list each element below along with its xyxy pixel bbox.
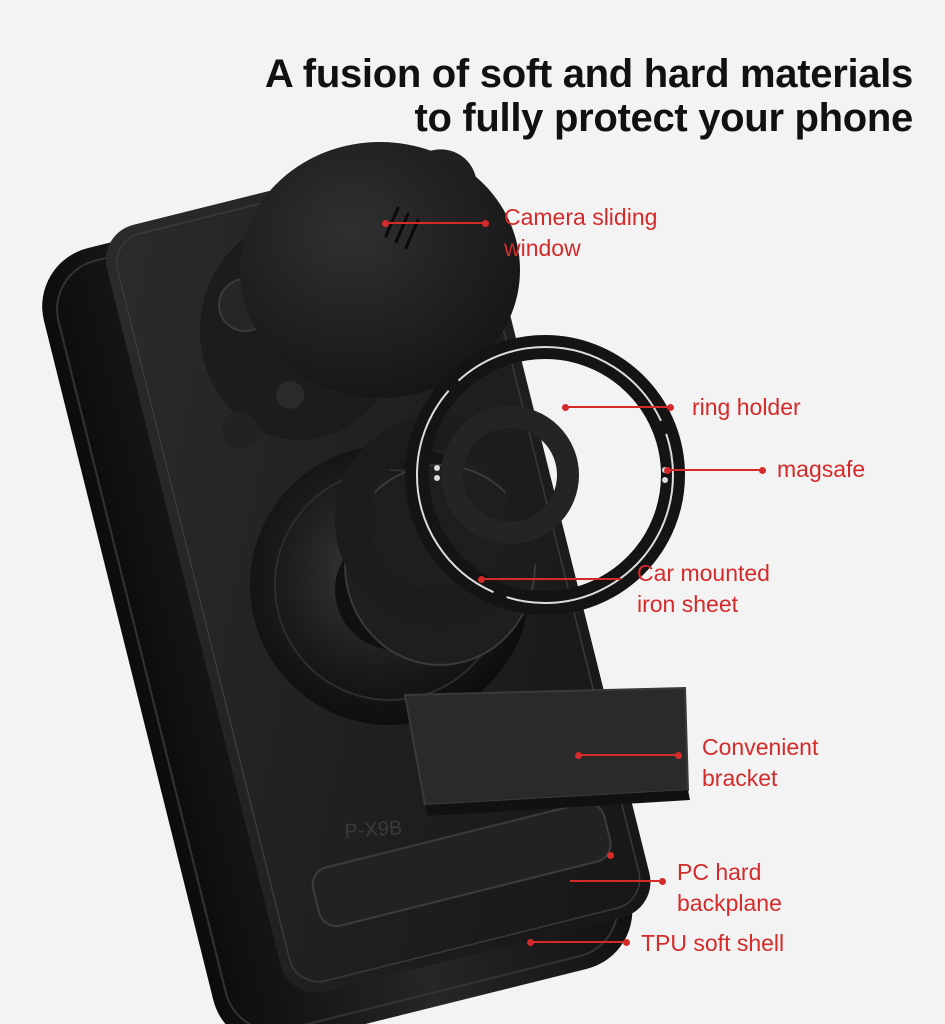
callout-line-car bbox=[481, 578, 621, 580]
label-ring-line-1: ring holder bbox=[692, 394, 801, 420]
label-camera-line-1: Camera sliding bbox=[504, 204, 658, 230]
callout-dot-pc bbox=[606, 851, 614, 859]
label-bracket-line-1: Convenient bbox=[702, 734, 819, 760]
headline-line-1: A fusion of soft and hard materials bbox=[264, 52, 913, 96]
callout-dot-ring-end bbox=[666, 403, 674, 411]
label-tpu-line-1: TPU soft shell bbox=[641, 930, 785, 956]
label-ring-holder: ring holder bbox=[692, 392, 801, 423]
callout-dot-camera-end bbox=[481, 219, 489, 227]
callout-line-camera bbox=[385, 222, 485, 224]
label-camera-line-2: window bbox=[504, 235, 581, 261]
callout-line-bracket bbox=[578, 754, 678, 756]
engraving-text: P-X9B bbox=[344, 817, 403, 843]
label-car-mounted-iron-sheet: Car mounted iron sheet bbox=[637, 558, 770, 620]
label-convenient-bracket: Convenient bracket bbox=[702, 732, 818, 794]
label-pc-hard-backplane: PC hard backplane bbox=[677, 857, 782, 919]
callout-dot-magsafe-end bbox=[758, 466, 766, 474]
callout-line-tpu bbox=[530, 941, 626, 943]
label-car-line-2: iron sheet bbox=[637, 591, 739, 617]
convenient-bracket bbox=[403, 686, 690, 816]
label-magsafe-line-1: magsafe bbox=[777, 456, 866, 482]
headline: A fusion of soft and hard materials to f… bbox=[153, 52, 913, 140]
label-tpu-soft-shell: TPU soft shell bbox=[641, 928, 784, 959]
callout-dot-bracket-end bbox=[674, 751, 682, 759]
callout-line-ring bbox=[565, 406, 670, 408]
label-camera-sliding-window: Camera sliding window bbox=[504, 202, 657, 264]
callout-line-pc bbox=[570, 880, 662, 882]
callout-line-magsafe bbox=[667, 469, 762, 471]
label-magsafe: magsafe bbox=[777, 454, 865, 485]
callout-dot-tpu-end bbox=[622, 938, 630, 946]
label-pc-line-2: backplane bbox=[677, 890, 782, 916]
label-pc-line-1: PC hard bbox=[677, 859, 762, 885]
label-car-line-1: Car mounted bbox=[637, 560, 770, 586]
label-bracket-line-2: bracket bbox=[702, 765, 778, 791]
headline-line-2: to fully protect your phone bbox=[414, 96, 913, 140]
ring-holder bbox=[335, 406, 579, 625]
callout-dot-pc-end bbox=[658, 877, 666, 885]
